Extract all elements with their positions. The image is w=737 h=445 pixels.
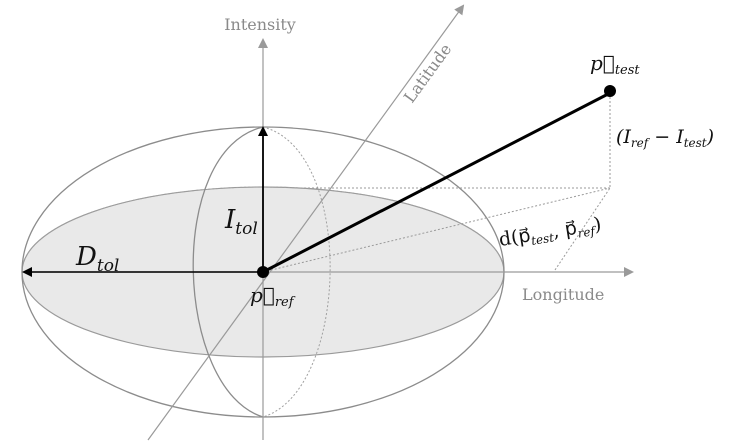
vertical-section-front xyxy=(192,126,264,418)
projection-back xyxy=(554,187,611,271)
longitude-axis-label: Longitude xyxy=(522,285,604,304)
distance-vector xyxy=(262,91,611,274)
i-tol-label: Itol xyxy=(224,205,258,239)
p-ref-point xyxy=(257,266,269,278)
intensity-difference-label: (Iref − Itest) xyxy=(616,126,714,150)
p-test-label: p⃗test xyxy=(590,51,640,78)
p-test-point xyxy=(604,85,616,97)
d-tol-label: Dtol xyxy=(75,242,119,276)
vertical-section-back xyxy=(262,126,331,418)
latitude-axis-label: Latitude xyxy=(400,40,455,106)
latitude-axis xyxy=(147,4,465,441)
distance-label: d(p⃗test, p⃗ref) xyxy=(497,213,603,253)
p-ref-label: p⃗ref xyxy=(250,283,296,310)
projection-ground xyxy=(262,187,611,273)
intensity-axis-label: Intensity xyxy=(224,15,296,34)
